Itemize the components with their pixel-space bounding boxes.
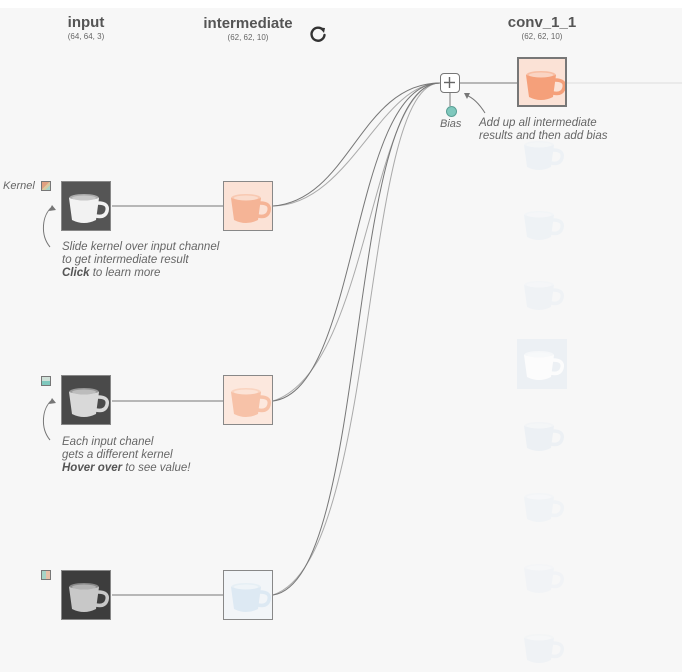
intermediate-shape: (62, 62, 10)	[227, 33, 269, 42]
each-annotation-line-3: Hover over to see value!	[62, 462, 191, 475]
input-channel-1[interactable]	[61, 181, 111, 231]
sum-node[interactable]	[440, 73, 460, 93]
intermediate-result-1[interactable]	[223, 181, 273, 231]
top-band	[0, 0, 682, 8]
kernel-icon-3[interactable]	[41, 570, 51, 580]
click-hint: Click	[62, 267, 90, 279]
kernel-icon-1[interactable]	[41, 181, 51, 191]
output-column-header: conv_1_1 (62, 62, 10)	[492, 14, 592, 43]
intermediate-title: intermediate	[203, 15, 293, 32]
input-shape: (64, 64, 3)	[67, 32, 105, 41]
output-channel-1[interactable]	[517, 57, 567, 107]
bias-node[interactable]	[446, 106, 457, 117]
add-bias-annotation: Add up all intermediate results and then…	[479, 117, 608, 143]
output-channel-6[interactable]	[517, 410, 567, 460]
each-annotation-line-2: gets a different kernel	[62, 449, 173, 461]
output-channel-9[interactable]	[517, 622, 567, 672]
output-channel-5[interactable]	[517, 339, 567, 389]
kernel-label: Kernel	[3, 180, 35, 192]
slide-kernel-annotation: Slide kernel over input channel to get i…	[62, 241, 219, 280]
hover-hint: Hover over	[62, 462, 123, 474]
add-annotation-line-1: Add up all intermediate	[479, 117, 597, 129]
output-shape: (62, 62, 10)	[521, 32, 563, 41]
intermediate-column-header: intermediate (62, 62, 10)	[188, 15, 308, 44]
refresh-icon[interactable]	[308, 24, 328, 44]
output-channel-3[interactable]	[517, 199, 567, 249]
output-channel-4[interactable]	[517, 269, 567, 319]
click-hint-rest: to learn more	[89, 267, 161, 279]
kernel-icon-2[interactable]	[41, 376, 51, 386]
intermediate-result-2[interactable]	[223, 375, 273, 425]
output-channel-8[interactable]	[517, 552, 567, 602]
slide-annotation-line-3: Click to learn more	[62, 267, 219, 280]
each-channel-annotation: Each input chanel gets a different kerne…	[62, 436, 191, 475]
input-channel-3[interactable]	[61, 570, 111, 620]
slide-annotation-line-2: to get intermediate result	[62, 254, 189, 266]
plus-icon	[444, 77, 455, 88]
slide-annotation-line-1: Slide kernel over input channel	[62, 241, 220, 253]
output-title: conv_1_1	[507, 14, 577, 31]
hover-hint-rest: to see value!	[122, 462, 191, 474]
add-annotation-line-2: results and then add bias	[479, 130, 608, 142]
output-channel-7[interactable]	[517, 481, 567, 531]
intermediate-result-3[interactable]	[223, 570, 273, 620]
bias-label: Bias	[440, 118, 462, 130]
each-annotation-line-1: Each input chanel	[62, 436, 154, 448]
input-channel-2[interactable]	[61, 375, 111, 425]
input-column-header: input (64, 64, 3)	[46, 14, 126, 43]
input-title: input	[67, 14, 105, 31]
